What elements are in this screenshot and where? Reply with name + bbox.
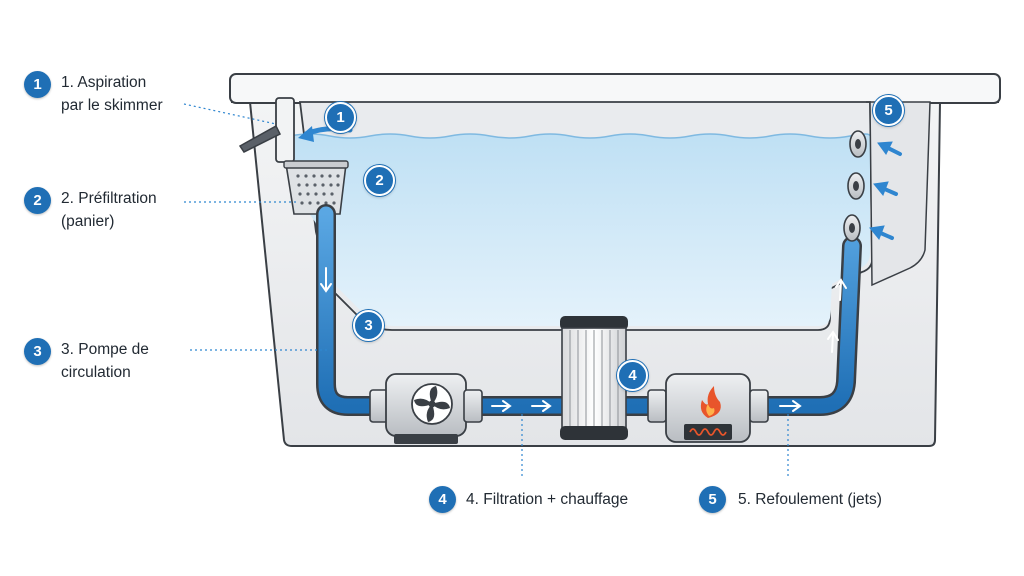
cartridge-filter (560, 316, 628, 440)
legend-badge-2: 2 (24, 187, 51, 214)
legend-label-1-line2: par le skimmer (61, 97, 163, 114)
legend-label-4: 4. Filtration + chauffage (466, 491, 629, 508)
legend-label-3: 3. Pompe de circulation (61, 338, 149, 384)
legend-label-1: 1. Aspiration par le skimmer (61, 71, 163, 117)
legend-label-2-line2: (panier) (61, 213, 115, 230)
circulation-pump (369, 373, 483, 444)
fan-icon (414, 386, 450, 422)
legend-label-1-line1: 1. Aspiration (61, 74, 147, 91)
legend-badge-3: 3 (24, 338, 51, 365)
jet-arrow-icon (869, 141, 902, 240)
diagram-badge-1: 1 (325, 102, 356, 133)
legend-label-3-line2: circulation (61, 364, 131, 381)
water-surface (289, 133, 871, 139)
leader-lines (183, 103, 789, 476)
diagram-badge-2: 2 (364, 165, 395, 196)
diagram-badge-4: 4 (617, 360, 648, 391)
legend-label-2: 2. Préfiltration (panier) (61, 187, 157, 233)
water-body (290, 134, 870, 326)
jet-nozzles (843, 130, 867, 242)
legend-label-2-line1: 2. Préfiltration (61, 190, 157, 207)
diagram-badge-3: 3 (353, 310, 384, 341)
legend-label-5: 5. Refoulement (jets) (738, 491, 882, 508)
legend-badge-5: 5 (699, 486, 726, 513)
heater (647, 373, 769, 443)
prefilter-basket (283, 160, 349, 215)
legend-badge-4: 4 (429, 486, 456, 513)
flow-arrow-icon (320, 267, 847, 412)
flame-icon (700, 386, 721, 418)
legend-badge-1: 1 (24, 71, 51, 98)
diagram-badge-5: 5 (873, 95, 904, 126)
legend-label-3-line1: 3. Pompe de (61, 341, 149, 358)
jet-wall (866, 101, 931, 287)
